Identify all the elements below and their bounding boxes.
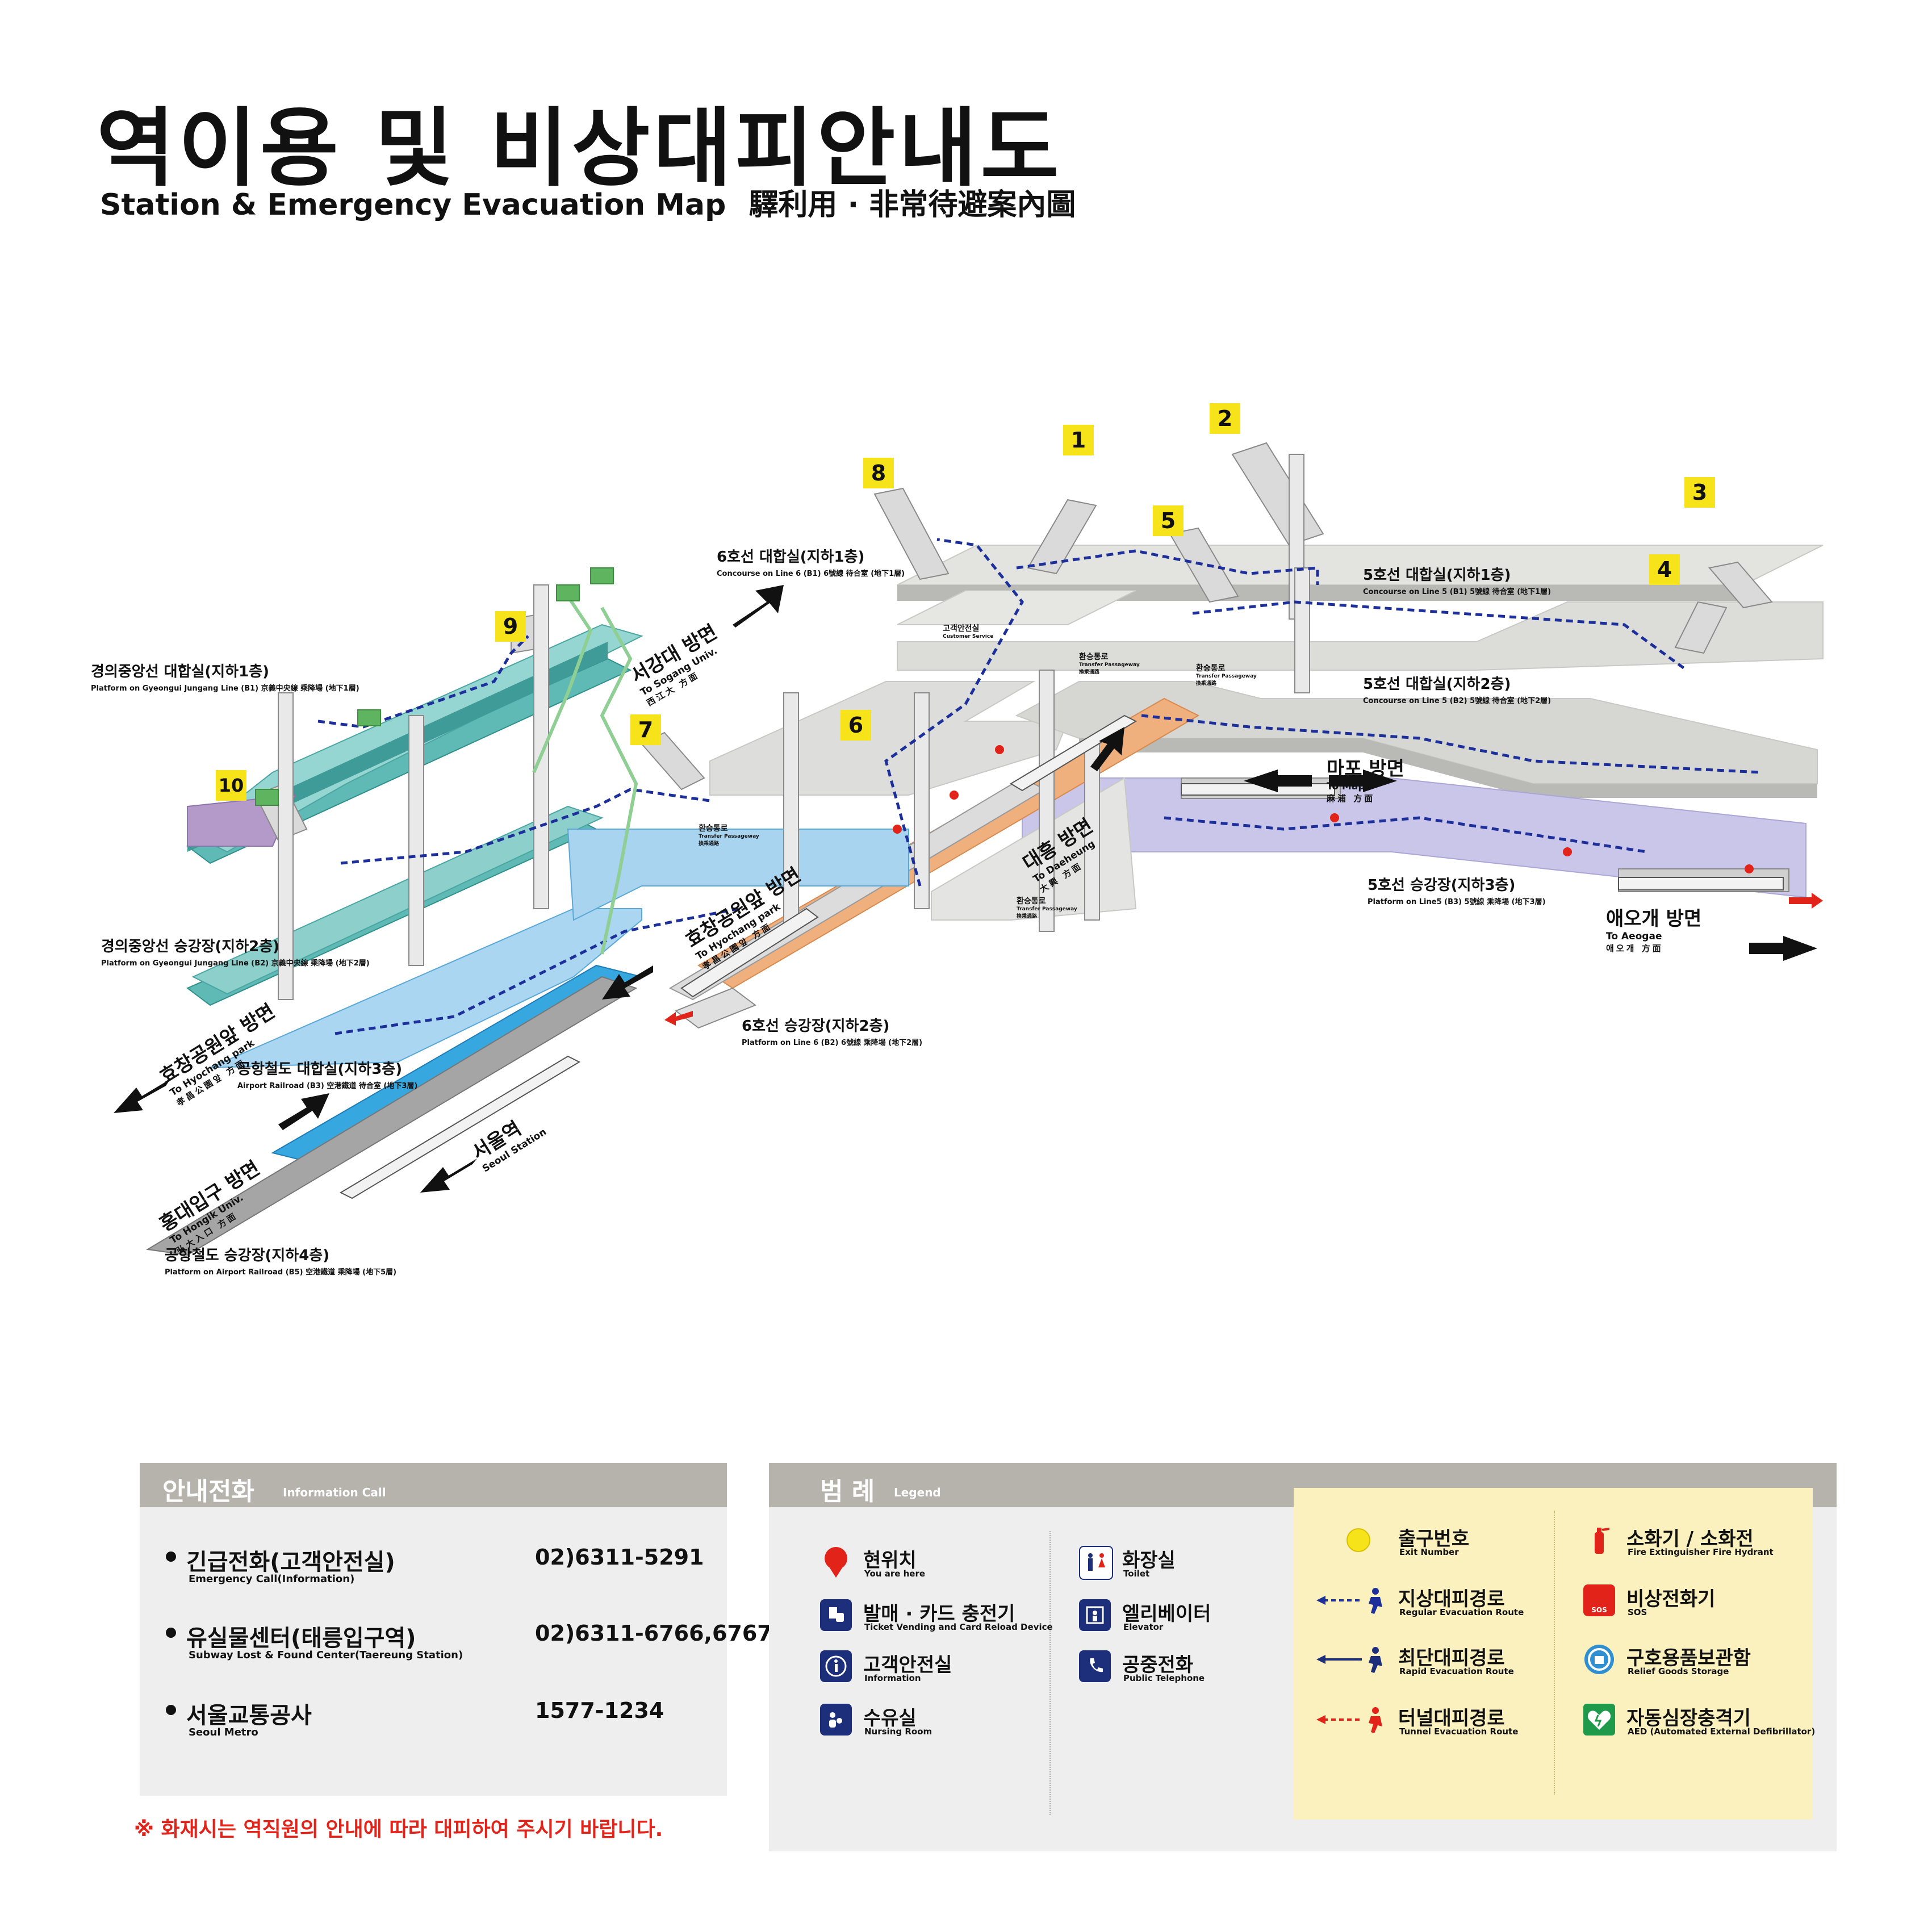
phone-number[interactable]: 1577-1234 [535,1698,664,1723]
exit-4-badge: 4 [1649,554,1680,585]
exit-7-badge: 7 [630,714,661,745]
subtitle-hanja: 驛利用 · 非常待避案內圖 [748,188,1076,222]
line5-concourse-b2 [1015,681,1818,798]
label-customer-service: 고객안전실 Customer Service [943,624,994,639]
label-airport-b5: 공항철도 승강장(지하4층) Platform on Airport Railr… [165,1247,397,1277]
evacuation-legend: 출구번호 Exit Number 지상대피경로 Regular Evacuati… [1294,1488,1815,1820]
label-gyeongui-b2: 경의중앙선 승강장(지하2층) Platform on Gyeongui Jun… [101,938,370,968]
bullet-icon [166,1705,176,1715]
relief-goods-icon [1584,1645,1614,1674]
label-line5-platform: 5호선 승강장(지하3층) Platform on Line5 (B3) 5號線… [1368,877,1546,906]
legend-title-en: Legend [894,1486,941,1499]
direction-arrows [114,585,1817,1193]
label-transfer-1: 환승통로 Transfer Passageway 換乘通路 [1079,653,1140,675]
regular-route-icon [1316,1588,1382,1614]
green-boxes [255,567,614,806]
sos-phone-icon: SOS [1583,1584,1615,1616]
label-line6-platform: 6호선 승강장(지하2층) Platform on Line 6 (B2) 6號… [742,1018,923,1047]
label-line5-concourse-b2: 5호선 대합실(지하2층) Concourse on Line 5 (B2) 5… [1363,676,1552,705]
rapid-route-icon [1316,1647,1382,1673]
info-call-title: 안내전화 [162,1477,254,1506]
tunnel-evac-markers [664,745,1823,1026]
info-call-title-en: Information Call [283,1486,386,1499]
subtitle-english: Station & Emergency Evacuation Map [100,188,726,222]
info-icon [820,1650,852,1682]
label-airport-b3: 공항철도 대합실(지하3층) Airport Railroad (B3) 空港鐵… [237,1061,418,1090]
exit-number-icon [1346,1528,1370,1552]
info-call-panel: 안내전화 Information Call 긴급전화(고객안전실) Emerge… [140,1463,772,1796]
page-title: 역이용 및 비상대피안내도 [97,99,1063,198]
label-transfer-4: 환승통로 Transfer Passageway 換乘通路 [1017,897,1077,919]
exit-6-badge: 6 [840,710,871,741]
direction-aeogae: 애오개 방면 To Aeogae 애오개 方面 [1606,908,1702,954]
fire-notice: ※ 화재시는 역직원의 안내에 따라 대피하여 주시기 바랍니다. [134,1818,663,1841]
tunnel-route-icon [1316,1707,1382,1733]
trains [339,714,1784,1199]
label-transfer-3: 환승통로 Transfer Passageway 換乘通路 [699,824,759,847]
phone-icon [1079,1650,1111,1682]
nursing-room-icon [820,1704,852,1736]
exit-9-badge: 9 [495,611,526,642]
bullet-icon [166,1552,176,1562]
exit-1-badge: 1 [1063,425,1094,455]
transfer-links [532,595,638,955]
fire-extinguisher-icon [1595,1528,1609,1554]
location-pin-icon [825,1547,847,1578]
exit-5-badge: 5 [1153,505,1184,536]
label-line5-concourse-b1: 5호선 대합실(지하1층) Concourse on Line 5 (B1) 5… [1363,567,1552,596]
label-gyeongui-b1: 경의중앙선 대합실(지하1층) Platform on Gyeongui Jun… [91,663,359,693]
phone-number[interactable]: 02)6311-6766,6767 [535,1621,772,1646]
station-map [114,442,1824,1256]
legend-title: 범 례 [820,1477,875,1506]
exit-8-badge: 8 [863,458,894,488]
label-transfer-2: 환승통로 Transfer Passageway 換乘通路 [1196,664,1257,687]
phone-number[interactable]: 02)6311-5291 [535,1545,704,1570]
evac-legend-divider [1554,1511,1556,1795]
aed-icon [1583,1704,1615,1736]
info-call-header: 안내전화 Information Call [140,1463,727,1507]
evacuation-routes [317,538,1761,1035]
bullet-icon [166,1628,176,1638]
page-subtitle: Station & Emergency Evacuation Map 驛利用 · … [100,181,1076,223]
exit-3-badge: 3 [1684,477,1715,508]
direction-mapo: 마포 방면 To Mapo 麻浦 方面 [1327,758,1404,804]
legend-divider [1049,1531,1052,1815]
ticket-machine-icon [820,1599,852,1631]
airport-railroad-levels [146,829,909,1256]
label-line6-concourse: 6호선 대합실(지하1층) Concourse on Line 6 (B1) 6… [717,549,905,578]
toilet-icon [1079,1546,1113,1580]
exit-2-badge: 2 [1210,403,1240,434]
line6-concourse [709,590,1136,796]
exit-10-badge: 10 [216,770,246,801]
elevator-icon [1079,1599,1111,1631]
